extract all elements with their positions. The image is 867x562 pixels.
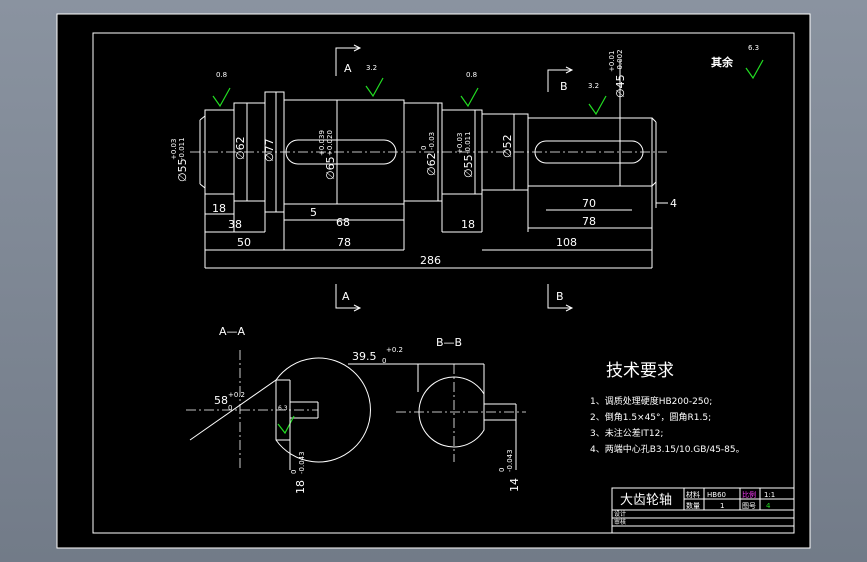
d55-left: ∅ <box>176 172 189 182</box>
section-b-bottom: B <box>556 290 564 303</box>
len-4: 4 <box>670 197 677 210</box>
d55-right-tol-dn: -0.011 <box>464 131 472 154</box>
bb-dim-tol-up: +0.2 <box>386 346 403 354</box>
aa-dim-tol-up: +0.2 <box>228 391 245 399</box>
len-5: 5 <box>310 206 317 219</box>
section-b-top: B <box>560 80 568 93</box>
technical-requirements: 技术要求 1、调质处理硬度HB200-250; 2、倒角1.5×45°，圆角R1… <box>590 361 745 455</box>
d55-left-tol-up: +0.03 <box>170 139 178 160</box>
svg-text:∅65: ∅65 <box>324 156 337 180</box>
tech-item-4: 4、两端中心孔B3.15/10.GB/45-85。 <box>590 443 745 455</box>
roughness-r1: 0.8 <box>216 71 227 79</box>
roughness-r2: 3.2 <box>366 64 377 72</box>
ratio-value: 1:1 <box>764 491 775 499</box>
bb-key-tol-dn: -0.043 <box>506 449 514 472</box>
d45-tol-dn: -0.002 <box>616 49 624 72</box>
d55-right-tol-up: +0.03 <box>456 133 464 154</box>
bb-dim: 39.5 <box>352 350 377 363</box>
aa-key-tol-dn: -0.043 <box>298 451 306 474</box>
len-50: 50 <box>237 236 251 249</box>
bb-key-dim: 14 <box>508 478 521 492</box>
material-label: 材料 <box>686 490 700 499</box>
d45-value: 45 <box>614 74 627 88</box>
len-68: 68 <box>336 216 350 229</box>
section-aa-view: A—A 58 +0.2 0 6.3 18 0 -0.043 <box>186 325 371 494</box>
part-name: 大齿轮轴 <box>620 493 672 508</box>
len-286: 286 <box>420 254 441 267</box>
len-108: 108 <box>556 236 577 249</box>
roughness-marks: 0.8 3.2 0.8 3.2 6.3 其余 <box>212 44 764 116</box>
tech-item-3: 3、未注公差IT12; <box>590 427 663 439</box>
section-a-top: A <box>344 62 352 75</box>
d65-tol-up: +0.039 <box>318 130 326 156</box>
inner-frame <box>92 32 795 534</box>
bb-dim-tol-dn: 0 <box>382 357 386 365</box>
aa-key-tol-up: 0 <box>290 470 298 474</box>
svg-text:∅55: ∅55 <box>176 158 189 182</box>
bb-key-tol-up: 0 <box>498 468 506 472</box>
tech-item-2: 2、倒角1.5×45°，圆角R1.5; <box>590 411 711 423</box>
d45-tol-up: +0.01 <box>608 51 616 72</box>
aa-dim: 58 <box>214 394 228 407</box>
d77-label: ∅77 <box>263 138 276 162</box>
len-38: 38 <box>228 218 242 231</box>
len-78b: 78 <box>582 215 596 228</box>
material-value: HB60 <box>707 491 726 499</box>
roughness-r3: 0.8 <box>466 71 477 79</box>
d52-label: ∅52 <box>501 134 514 158</box>
diameter-labels: ∅55 +0.03 -0.011 ∅62 ∅77 ∅65 +0.039 +0.0… <box>170 49 627 182</box>
section-bb-title: B—B <box>436 336 462 349</box>
drawing-sheet <box>56 13 811 549</box>
section-bb-view: B—B 39.5 +0.2 0 14 0 -0.043 <box>348 336 526 492</box>
svg-text:∅45: ∅45 <box>614 74 627 98</box>
len-18a: 18 <box>212 202 226 215</box>
ratio-label: 比例 <box>742 490 756 499</box>
d62-right-value: 62 <box>425 152 438 166</box>
length-dimensions <box>204 182 668 269</box>
qty-label: 数量 <box>686 501 700 510</box>
d55-right-value: 55 <box>462 154 475 168</box>
sheet-label: 图号 <box>742 502 756 510</box>
tech-item-1: 1、调质处理硬度HB200-250; <box>590 395 712 407</box>
svg-text:∅55: ∅55 <box>462 154 475 178</box>
tech-title: 技术要求 <box>606 361 674 381</box>
title-block: 大齿轮轴 材料 HB60 数量 1 比例 1:1 图号 4 设计 审核 <box>611 487 795 534</box>
roughness-other-value: 6.3 <box>748 44 759 52</box>
svg-text:∅62: ∅62 <box>425 152 438 176</box>
d55-left-tol-dn: -0.011 <box>178 137 186 160</box>
checker-label: 审核 <box>614 518 626 526</box>
section-a-bottom: A <box>342 290 350 303</box>
d55-left-value: 55 <box>176 158 189 172</box>
d62-right-tol-up: 0 <box>420 146 428 150</box>
len-70: 70 <box>582 197 596 210</box>
len-18b: 18 <box>461 218 475 231</box>
aa-roughness: 6.3 <box>278 405 288 412</box>
length-labels: 18 38 5 68 18 70 78 4 50 78 108 286 <box>212 197 677 267</box>
designer-label: 设计 <box>614 510 626 518</box>
d62-left-label: ∅62 <box>234 136 247 160</box>
qty-value: 1 <box>720 502 724 510</box>
d62-right-tol-dn: -0.03 <box>428 132 436 150</box>
aa-key-dim: 18 <box>294 480 307 494</box>
roughness-other-label: 其余 <box>711 55 734 69</box>
d65-value: 65 <box>324 156 337 170</box>
len-78: 78 <box>337 236 351 249</box>
d65-tol-dn: +0.020 <box>326 130 334 156</box>
outer-frame <box>56 13 811 549</box>
section-marks: A A B B <box>335 44 574 312</box>
diameter-dimensions <box>204 60 621 212</box>
sheet-value: 4 <box>766 502 771 510</box>
aa-dim-tol-dn: 0 <box>228 404 232 412</box>
section-aa-title: A—A <box>219 325 246 338</box>
roughness-r4: 3.2 <box>588 82 599 90</box>
